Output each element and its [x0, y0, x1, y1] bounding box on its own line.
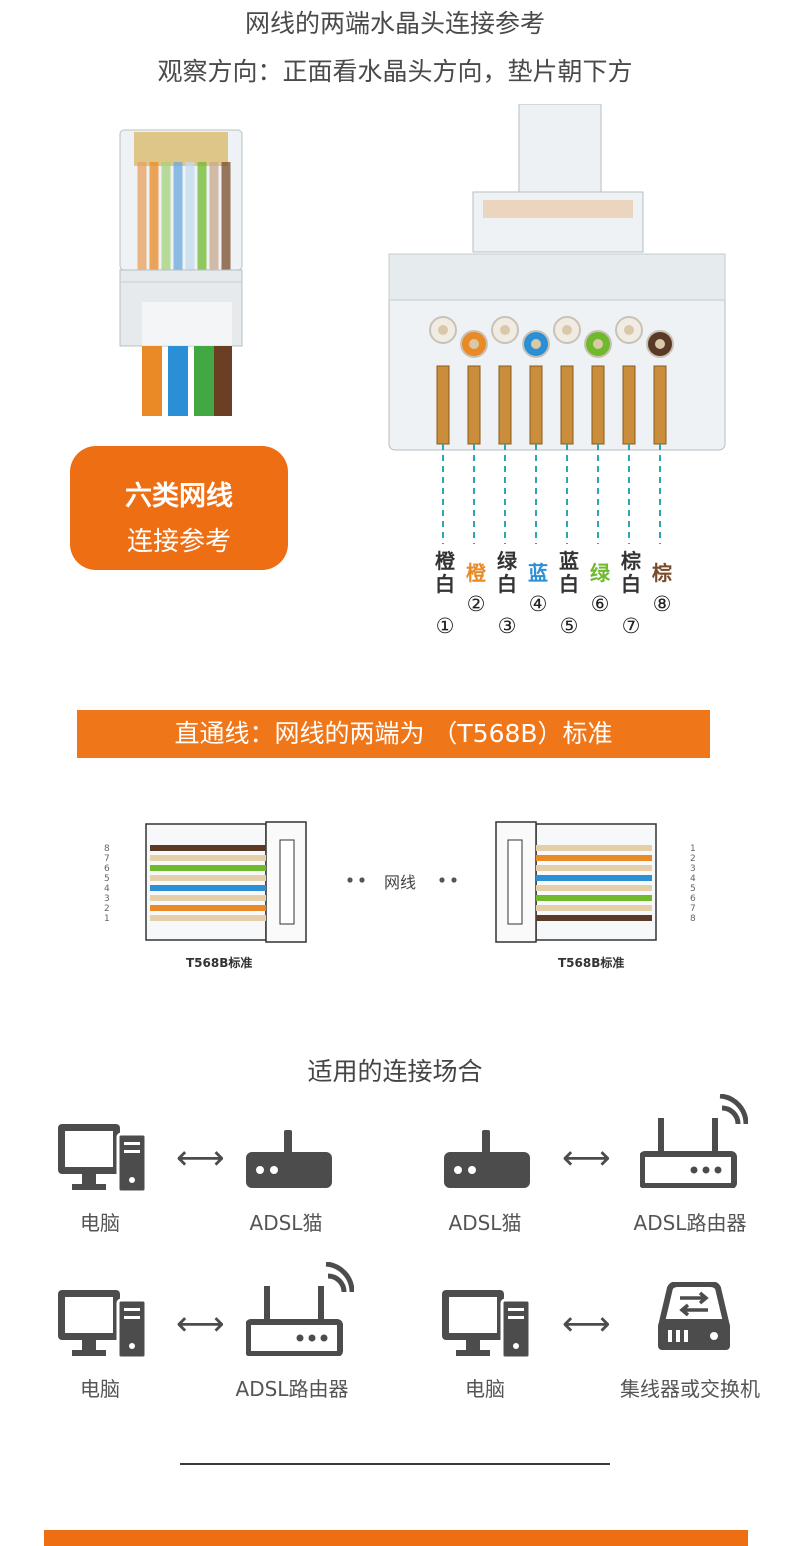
device-label: ADSL猫: [249, 1211, 323, 1235]
wire-number: ④: [528, 592, 548, 616]
modem-icon: [444, 1130, 530, 1188]
plug-wire: [536, 845, 652, 851]
pin-number: 4: [104, 884, 110, 894]
plug-wire: [536, 865, 652, 871]
pin-number: 2: [690, 854, 696, 864]
plug-wire: [536, 855, 652, 861]
straight-through-banner: 直通线：网线的两端为 （T568B）标准: [77, 710, 710, 758]
plug-wire: [150, 855, 266, 861]
device-label: ADSL路由器: [633, 1211, 747, 1235]
pin-number: 3: [104, 894, 110, 904]
plug-wire: [536, 875, 652, 881]
device-label: 电脑: [465, 1377, 505, 1401]
contact-pin: [653, 365, 667, 445]
wire-core-center: [469, 339, 479, 349]
pin-number: 4: [690, 874, 696, 884]
plug-wire: [536, 885, 652, 891]
contact-pin: [436, 365, 450, 445]
plug-wire: [150, 845, 266, 851]
page-title: 网线的两端水晶头连接参考: [244, 9, 545, 38]
wire-color-label: 绿: [590, 561, 610, 585]
double-arrow-icon: ⟷: [562, 1304, 611, 1344]
router-icon: [246, 1262, 354, 1356]
pin-number: 8: [690, 914, 696, 924]
badge-title: 六类网线: [125, 481, 233, 512]
router-icon: [640, 1094, 748, 1188]
right-standard-label: T568B标准: [558, 956, 625, 970]
pin-number: 7: [690, 904, 696, 914]
wire-core-center: [593, 339, 603, 349]
pin-number: 1: [690, 844, 696, 854]
computer-icon: [442, 1290, 532, 1360]
wire-core-center: [438, 325, 448, 335]
switch-icon: [658, 1282, 730, 1350]
wire-core-center: [500, 325, 510, 335]
wire-color-label: 蓝: [528, 561, 548, 585]
wire-color-label: 橙: [466, 561, 486, 585]
device-label: 电脑: [80, 1211, 120, 1235]
contact-pin: [529, 365, 543, 445]
device-label: ADSL路由器: [235, 1377, 349, 1401]
pin-number: 8: [104, 844, 110, 854]
plug-wire: [150, 905, 266, 911]
contact-pin: [560, 365, 574, 445]
double-arrow-icon: ⟷: [176, 1138, 225, 1178]
double-arrow-icon: ⟷: [176, 1304, 225, 1344]
pin-number: 5: [104, 874, 110, 884]
pin-number: 5: [690, 884, 696, 894]
plug-wire: [150, 915, 266, 921]
wire-core-center: [655, 339, 665, 349]
contact-pin: [591, 365, 605, 445]
pin-number: 6: [690, 894, 696, 904]
rj45-side-illustration: [119, 129, 243, 416]
plug-wire: [150, 895, 266, 901]
left-standard-label: T568B标准: [186, 956, 253, 970]
computer-icon: [58, 1290, 148, 1360]
plug-wire: [536, 915, 652, 921]
wire-core-center: [531, 339, 541, 349]
plug-wire: [150, 875, 266, 881]
wire-number: ⑦: [621, 614, 641, 638]
wire-color-label: 绿 白: [497, 549, 517, 596]
pin-number: 6: [104, 864, 110, 874]
computer-icon: [58, 1124, 148, 1194]
badge-subtitle: 连接参考: [126, 527, 231, 557]
category6-badge: 六类网线 连接参考: [70, 446, 288, 570]
wire-core-center: [624, 325, 634, 335]
wire-color-label: 蓝 白: [559, 549, 579, 596]
pin-number: 3: [690, 864, 696, 874]
rj45-front-illustration: [388, 104, 726, 544]
wire-number: ①: [435, 614, 455, 638]
plug-wire: [150, 865, 266, 871]
device-label: 集线器或交换机: [620, 1377, 760, 1401]
wire-number: ⑤: [559, 614, 579, 638]
pin-number: 2: [104, 904, 110, 914]
pin-number: 7: [104, 854, 110, 864]
device-label: 电脑: [80, 1377, 120, 1401]
wire-color-label: 橙 白: [435, 549, 455, 596]
wire-color-label: 棕 白: [621, 549, 641, 596]
wire-number: ③: [497, 614, 517, 638]
plug-wire: [536, 905, 652, 911]
usage-title: 适用的连接场合: [307, 1057, 483, 1086]
device-label: ADSL猫: [448, 1211, 522, 1235]
page-subtitle: 观察方向：正面看水晶头方向，垫片朝下方: [157, 57, 633, 86]
contact-pin: [622, 365, 636, 445]
double-arrow-icon: ⟷: [562, 1138, 611, 1178]
section-divider: [180, 1463, 610, 1465]
wire-number: ⑥: [590, 592, 610, 616]
wire-number: ⑧: [652, 592, 672, 616]
wire-number: ②: [466, 592, 486, 616]
contact-pin: [498, 365, 512, 445]
wire-core-center: [562, 325, 572, 335]
cable-label: 网线: [384, 873, 417, 892]
modem-icon: [246, 1130, 332, 1188]
next-banner-edge: [44, 1530, 748, 1546]
plug-wire: [536, 895, 652, 901]
contact-pin: [467, 365, 481, 445]
wire-color-label: 棕: [652, 561, 672, 585]
plug-wire: [150, 885, 266, 891]
pin-number: 1: [104, 914, 110, 924]
